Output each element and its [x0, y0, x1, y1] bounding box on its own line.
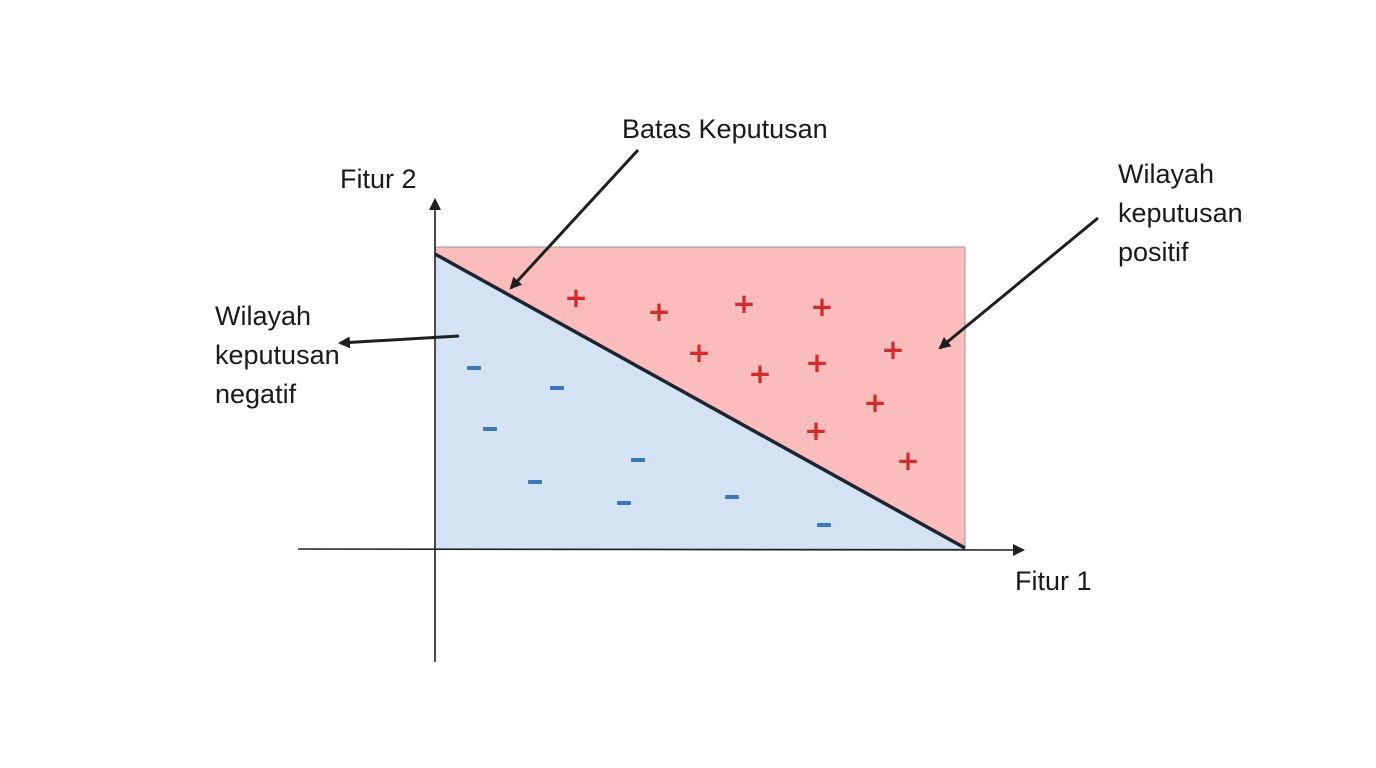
negative-region-annotation-arrow	[338, 334, 460, 349]
negative-samples	[467, 366, 831, 527]
negative-region-label-line: Wilayah	[215, 301, 312, 331]
positive-sample: +	[732, 287, 755, 320]
boundary-label: Batas Keputusan	[622, 114, 828, 144]
positive-sample: +	[564, 281, 587, 314]
negative-region-label: Wilayah keputusan negatif	[215, 297, 340, 414]
positive-sample: +	[863, 386, 886, 419]
negative-sample	[631, 458, 645, 462]
negative-sample	[483, 427, 497, 431]
positive-sample: +	[805, 346, 828, 379]
negative-sample	[817, 523, 831, 527]
negative-sample	[550, 386, 564, 390]
positive-region-annotation-arrow	[938, 216, 1099, 350]
positive-region-label-line: keputusan	[1118, 198, 1243, 228]
negative-sample	[617, 501, 631, 505]
positive-region-label: Wilayah keputusan positif	[1118, 155, 1243, 272]
positive-samples: + + + + + + + + + + +	[564, 281, 919, 477]
negative-region-label-line: negatif	[215, 379, 297, 409]
positive-sample: +	[804, 414, 827, 447]
x-axis	[297, 543, 1025, 556]
negative-region-label-line: keputusan	[215, 340, 340, 370]
decision-boundary-line	[434, 252, 966, 550]
positive-sample: +	[810, 290, 833, 323]
positive-sample: +	[687, 336, 710, 369]
x-axis-label: Fitur 1	[1015, 566, 1092, 596]
negative-sample	[467, 366, 481, 370]
positive-sample: +	[896, 444, 919, 477]
y-axis-label: Fitur 2	[340, 164, 417, 194]
positive-sample: +	[748, 357, 771, 390]
negative-sample	[528, 480, 542, 484]
positive-region-label-line: Wilayah	[1118, 159, 1215, 189]
positive-region-label-line: positif	[1118, 237, 1189, 267]
boundary-annotation-arrow	[509, 148, 640, 290]
positive-sample: +	[881, 333, 904, 366]
negative-sample	[725, 495, 739, 499]
positive-sample: +	[647, 295, 670, 328]
